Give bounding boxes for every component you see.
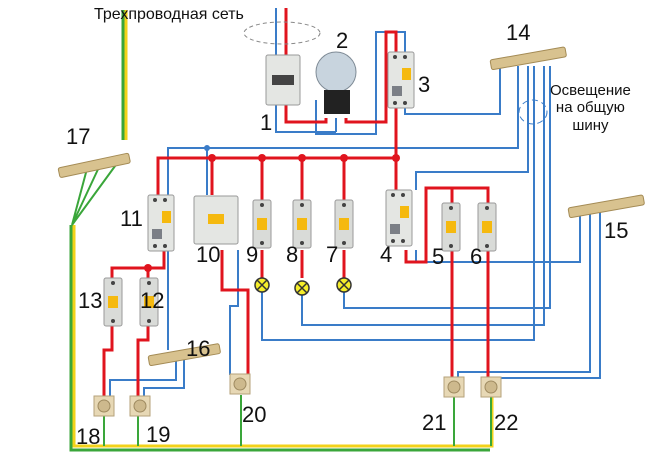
- rcbo-10: [193, 195, 239, 245]
- lighting-note: Освещение на общую шину: [550, 82, 631, 134]
- socket-20: [229, 373, 251, 395]
- busbar-14: [489, 46, 567, 71]
- phase-wires: [102, 8, 490, 398]
- label-6: 6: [470, 244, 483, 269]
- label-16: 16: [186, 336, 211, 361]
- breaker-5: [441, 202, 461, 252]
- label-11: 11: [120, 206, 143, 231]
- socket-21: [443, 376, 465, 398]
- label-19: 19: [146, 422, 171, 447]
- rcbo-4: [385, 189, 413, 247]
- socket-18: [93, 395, 115, 417]
- label-13: 13: [78, 288, 103, 313]
- label-21: 21: [422, 410, 447, 435]
- breaker-9: [252, 199, 272, 249]
- neutral-wires: [109, 8, 601, 398]
- label-22: 22: [494, 410, 519, 435]
- label-15: 15: [604, 218, 629, 243]
- busbar-16: [147, 343, 221, 367]
- meter-2: [315, 51, 357, 114]
- label-20: 20: [242, 402, 267, 427]
- label-7: 7: [326, 242, 339, 267]
- label-14: 14: [506, 20, 531, 45]
- label-1: 1: [260, 110, 273, 135]
- label-3: 3: [418, 72, 431, 97]
- label-8: 8: [286, 242, 299, 267]
- lamp-icons: [254, 277, 352, 296]
- socket-22: [480, 376, 502, 398]
- label-5: 5: [432, 244, 445, 269]
- label-2: 2: [336, 28, 349, 53]
- earth-wires: [69, 10, 494, 452]
- label-12: 12: [140, 288, 165, 313]
- junction-dots: [144, 154, 400, 272]
- breaker-1: [265, 54, 301, 106]
- rcbo-11: [147, 194, 175, 252]
- busbar-17: [57, 152, 131, 178]
- label-9: 9: [246, 242, 259, 267]
- title-label: Трехпроводная сеть: [94, 6, 244, 23]
- busbar-15: [567, 194, 645, 219]
- label-10: 10: [196, 242, 221, 267]
- rcbo-3: [387, 51, 415, 109]
- breaker-7: [334, 199, 354, 249]
- label-17: 17: [66, 124, 91, 149]
- lighting-note-line: Освещение: [550, 82, 631, 99]
- label-4: 4: [380, 242, 393, 267]
- breaker-8: [292, 199, 312, 249]
- lighting-note-line: шину: [572, 116, 609, 134]
- lighting-note-line: на общую: [555, 99, 625, 117]
- label-18: 18: [76, 424, 101, 449]
- breaker-13: [103, 277, 123, 327]
- socket-19: [129, 395, 151, 417]
